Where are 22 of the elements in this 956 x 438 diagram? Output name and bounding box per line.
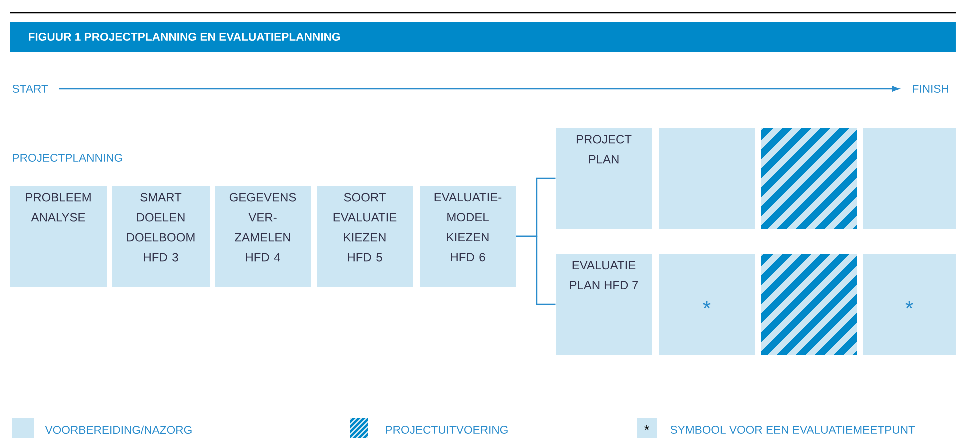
process-box: PROBLEEM ANALYSE [10,186,108,287]
measurement-box: * [659,254,755,355]
process-box: EVALUATIE- MODEL KIEZEN HFD 6 [420,186,516,287]
measurement-box: * [863,254,956,355]
empty-box [659,128,755,229]
hatched-box [761,254,857,355]
timeline-label: START [12,85,48,93]
section-label: PROJECTPLANNING [13,154,122,162]
legend-label: VOORBEREIDING/NAZORG [45,426,192,434]
process-box: SOORT EVALUATIE KIEZEN HFD 5 [317,186,413,287]
process-box: PROJECT PLAN [556,128,652,229]
legend-label: SYMBOOL VOOR EEN EVALUATIEMEETPUNT [670,426,916,434]
connector [516,236,556,306]
process-box: SMART DOELEN DOELBOOM HFD 3 [112,186,210,287]
process-box: EVALUATIE PLAN HFD 7 [556,254,652,355]
empty-box [863,128,956,229]
legend-label: PROJECTUITVOERING [386,426,508,434]
title-bar: FIGUUR 1 PROJECTPLANNING EN EVALUATIEPLANNING [10,22,956,52]
timeline-label: FINISH [913,85,948,93]
process-box: GEGEVENS VER- ZAMELEN HFD 4 [215,186,311,287]
hatched-box [761,128,857,229]
connector [59,86,900,92]
